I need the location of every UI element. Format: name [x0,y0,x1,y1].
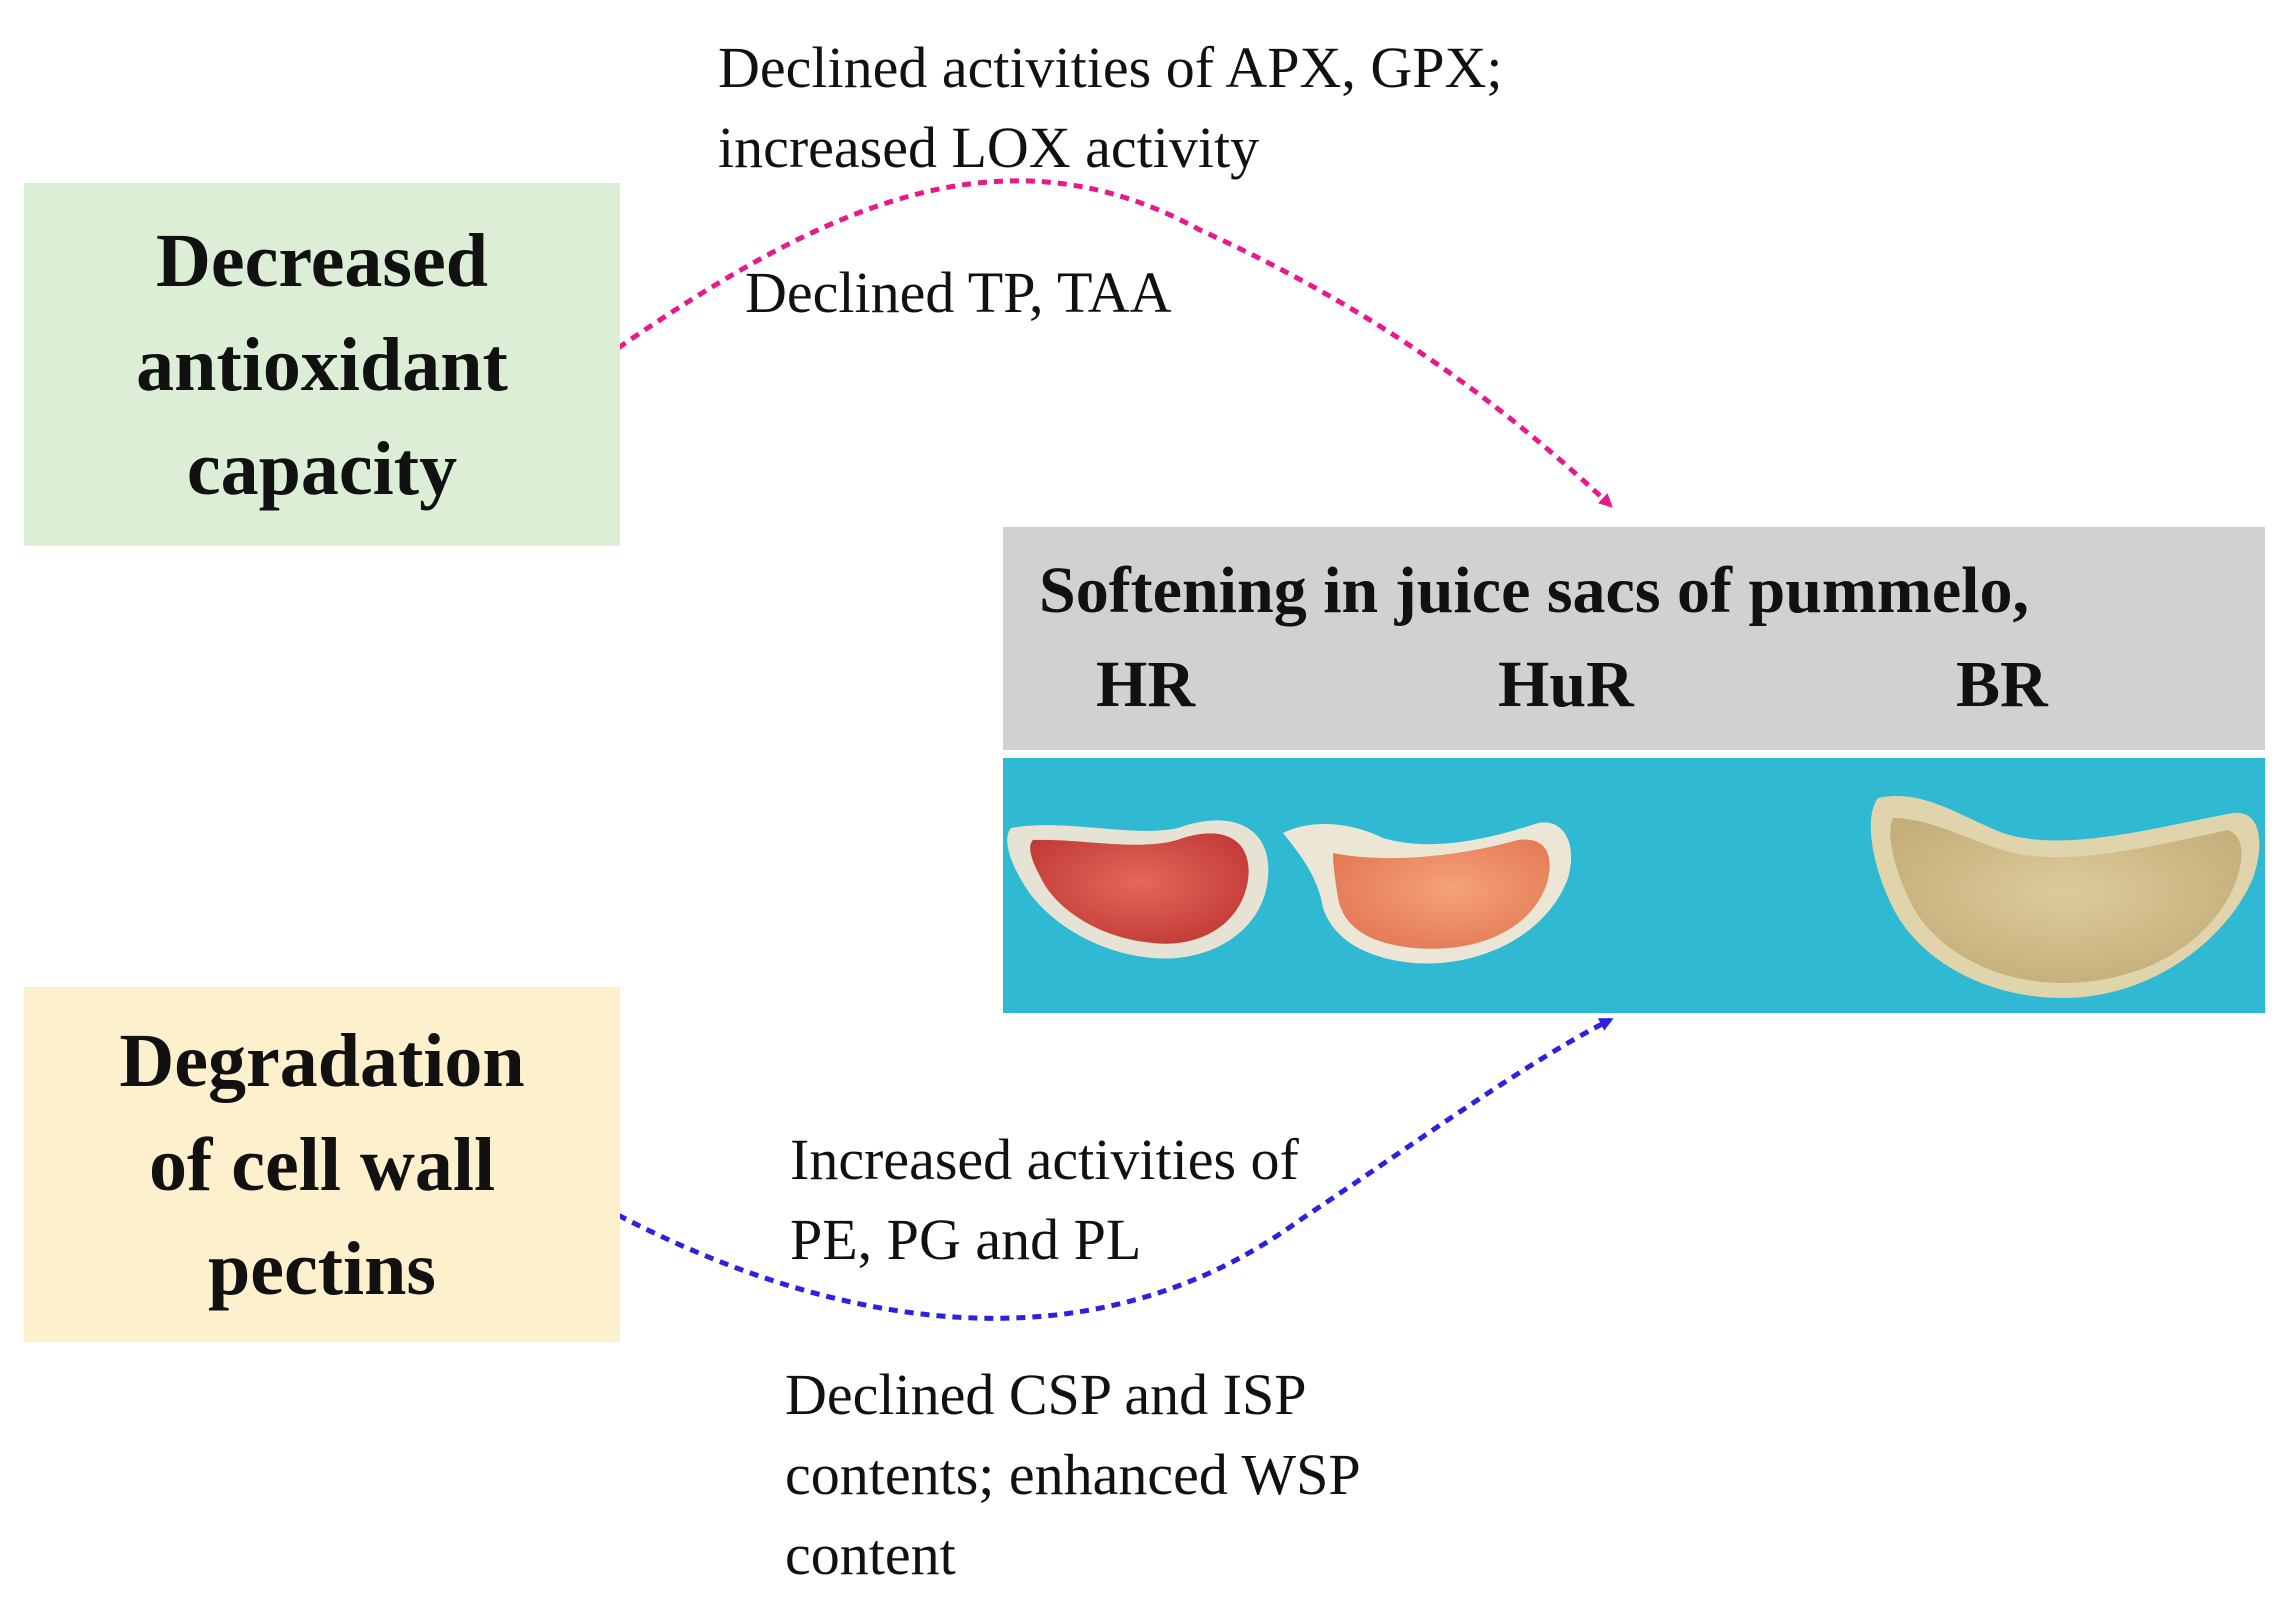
sample-label-br: BR [1956,648,2048,721]
pectin-to-softening-arrow [616,1017,1614,1321]
note-line: increased LOX activity [718,115,1260,180]
pectin-box-line: Degradation [119,1018,525,1103]
softening-title-panel: Softening in juice sacs of pummelo, HR H… [1003,527,2265,750]
antioxidant-to-softening-arrow [616,178,1613,508]
hur-segment [1283,822,1572,964]
antioxidant-capacity-box: Decreased antioxidant capacity [24,183,620,546]
note-line: Increased activities of [790,1127,1299,1192]
pectin-content-note: Declined CSP and ISP contents; enhanced … [785,1355,1361,1595]
hr-segment [1007,820,1269,959]
pectin-box-line: of cell wall [148,1122,496,1207]
br-segment [1870,796,2260,998]
softening-title: Softening in juice sacs of pummelo, [1039,554,2029,627]
cell-wall-pectin-box: Degradation of cell wall pectins [24,987,620,1342]
note-line: PE, PG and PL [790,1207,1142,1272]
antioxidant-enzyme-note: Declined activities of APX, GPX; increas… [718,28,1503,188]
tp-taa-note: Declined TP, TAA [745,260,1172,325]
note-line: Declined activities of APX, GPX; [718,35,1503,100]
pectin-box-line: pectins [208,1226,436,1311]
sample-label-hr: HR [1096,648,1195,721]
antioxidant-box-line: capacity [186,426,458,511]
pummelo-segments-photo [1003,758,2265,1013]
antioxidant-box-line: Decreased [155,218,489,303]
note-line: Declined CSP and ISP [785,1362,1307,1427]
note-line: contents; enhanced WSP [785,1442,1361,1507]
note-line: content [785,1522,956,1587]
pummelo-segments-illustration [1007,796,2260,998]
sample-label-hur: HuR [1498,648,1634,721]
antioxidant-box-line: antioxidant [136,322,508,407]
pectin-enzyme-note: Increased activities of PE, PG and PL [790,1120,1299,1280]
